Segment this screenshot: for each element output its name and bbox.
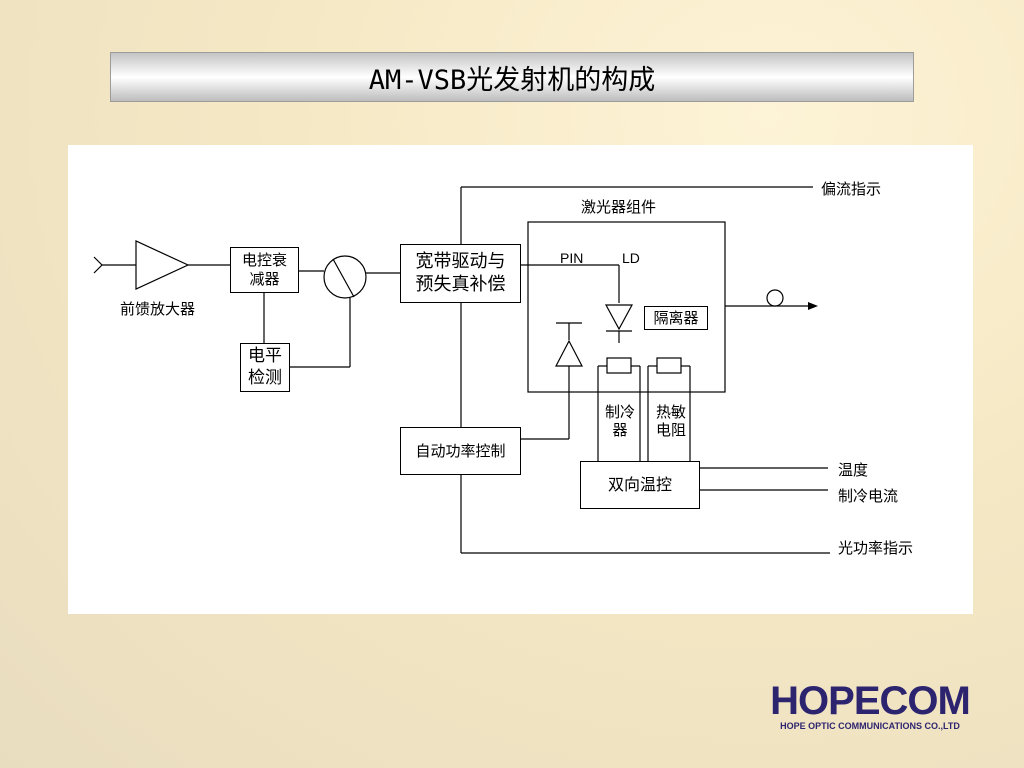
amplifier-label: 前馈放大器 bbox=[120, 300, 196, 318]
diagram-wiring bbox=[93, 186, 830, 554]
output-arrow-icon bbox=[808, 302, 818, 310]
logo-subtitle: HOPE OPTIC COMMUNICATIONS CO.,LTD bbox=[780, 721, 960, 731]
ld-label: LD bbox=[622, 250, 640, 266]
splitter-circle-icon bbox=[323, 255, 367, 299]
bias-indicator-label: 偏流指示 bbox=[821, 180, 882, 198]
logo-wordmark: HOPECOM bbox=[770, 679, 971, 723]
cooler-label: 制冷 器 bbox=[605, 403, 636, 439]
apc-box: 自动功率控制 bbox=[400, 427, 521, 475]
hopecom-logo: HOPECOM HOPE OPTIC COMMUNICATIONS CO.,LT… bbox=[758, 679, 982, 734]
slide-title-bar: AM-VSB光发射机的构成 bbox=[110, 52, 914, 102]
temperature-label: 温度 bbox=[838, 461, 869, 479]
input-terminal-icon bbox=[93, 256, 103, 274]
pin-label: PIN bbox=[560, 250, 584, 266]
temp-control-box: 双向温控 bbox=[580, 461, 700, 509]
amplifier-triangle-icon bbox=[135, 240, 190, 290]
fiber-coil-icon bbox=[766, 289, 784, 307]
optical-power-label: 光功率指示 bbox=[838, 539, 914, 557]
laser-module-label: 激光器组件 bbox=[581, 198, 657, 216]
transmitter-block-diagram: 电控衰 减器 电平 检测 宽带驱动与 预失真补偿 自动功率控制 隔离器 双向温控… bbox=[68, 145, 973, 614]
laser-module-box bbox=[527, 221, 726, 393]
attenuator-box: 电控衰 减器 bbox=[230, 247, 299, 293]
driver-predistortion-box: 宽带驱动与 预失真补偿 bbox=[400, 244, 521, 303]
thermistor-label: 热敏 电阻 bbox=[656, 403, 687, 439]
slide-title: AM-VSB光发射机的构成 bbox=[368, 64, 656, 96]
level-detect-box: 电平 检测 bbox=[240, 343, 290, 392]
isolator-box: 隔离器 bbox=[644, 306, 708, 330]
cooling-current-label: 制冷电流 bbox=[838, 487, 899, 505]
